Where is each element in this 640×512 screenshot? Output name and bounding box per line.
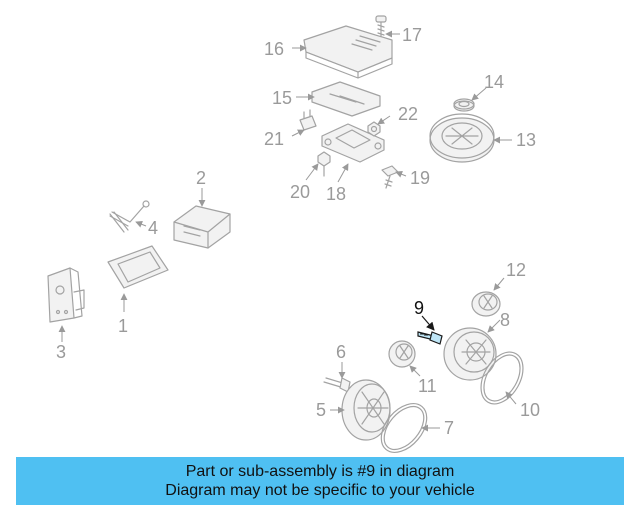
part-8-speaker — [443, 327, 497, 381]
part-3-side-panel — [47, 267, 85, 323]
part-1-display — [107, 245, 169, 289]
callout-16: 16 — [264, 39, 284, 59]
callout-21: 21 — [264, 129, 284, 149]
callout-12: 12 — [506, 260, 526, 280]
callout-9-highlighted: 9 — [414, 298, 424, 318]
banner-line-2: Diagram may not be specific to your vehi… — [165, 482, 475, 499]
callout-4: 4 — [148, 218, 158, 238]
callout-8: 8 — [500, 310, 510, 330]
banner-line-1: Part or sub-assembly is #9 in diagram — [185, 463, 455, 480]
part-20-bolt — [317, 151, 331, 177]
part-15-bracket — [311, 81, 381, 117]
callout-labels: 16 17 15 22 14 21 13 20 18 19 2 4 1 3 12… — [56, 25, 540, 438]
part-7-ring — [380, 403, 428, 453]
part-22-nut — [367, 121, 381, 137]
callout-22: 22 — [398, 104, 418, 124]
callout-20: 20 — [290, 182, 310, 202]
callout-14: 14 — [484, 72, 504, 92]
callout-5: 5 — [316, 400, 326, 420]
part-14-cap — [453, 98, 475, 112]
info-banner: Part or sub-assembly is #9 in diagram Di… — [16, 457, 624, 505]
callout-3: 3 — [56, 342, 66, 362]
callout-1: 1 — [118, 316, 128, 336]
callout-13: 13 — [516, 130, 536, 150]
callout-17: 17 — [402, 25, 422, 45]
part-12-speaker — [471, 291, 501, 317]
part-2-module-box — [173, 205, 231, 249]
callout-7: 7 — [444, 418, 454, 438]
part-18-mount-bracket — [321, 123, 385, 163]
part-16-module-cover — [303, 25, 393, 79]
parts-diagram: 16 17 15 22 14 21 13 20 18 19 2 4 1 3 12… — [47, 15, 540, 453]
part-19-screw — [381, 165, 399, 189]
leader-lines — [58, 30, 517, 432]
callout-19: 19 — [410, 168, 430, 188]
part-17-screw — [375, 15, 387, 37]
callout-10: 10 — [520, 400, 540, 420]
part-5-speaker — [341, 379, 391, 441]
part-11-speaker — [388, 340, 416, 368]
part-13-disc — [429, 113, 495, 163]
callout-6: 6 — [336, 342, 346, 362]
callout-2: 2 — [196, 168, 206, 188]
callout-18: 18 — [326, 184, 346, 204]
part-4-cable — [109, 200, 150, 233]
part-9-bolt-highlighted — [417, 331, 443, 345]
part-10-ring — [480, 351, 524, 405]
callout-15: 15 — [272, 88, 292, 108]
part-6-bolt — [323, 377, 351, 393]
callout-11: 11 — [418, 376, 437, 396]
part-21-clip — [299, 109, 317, 131]
